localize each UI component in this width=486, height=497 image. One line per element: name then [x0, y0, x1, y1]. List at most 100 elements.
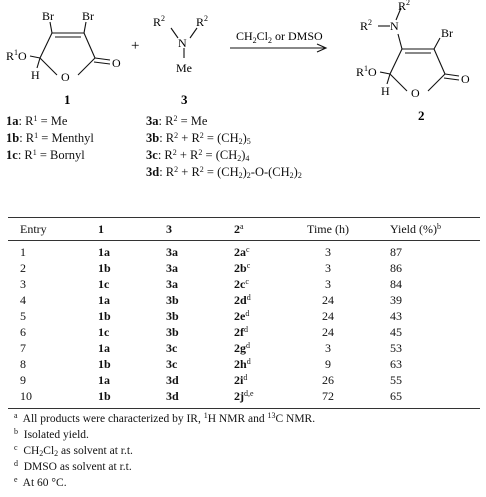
cell-time: 26 — [322, 373, 334, 387]
cell-yield: 43 — [390, 309, 402, 323]
cell-compound-1: 1a — [98, 245, 110, 259]
cell-time: 72 — [322, 389, 334, 403]
cell-compound-3: 3b — [166, 309, 179, 323]
cell-yield: 84 — [390, 277, 402, 291]
atom-r1o-2: R1O — [356, 64, 377, 79]
cell-compound-1: 1b — [98, 357, 111, 371]
cell-time: 3 — [325, 277, 331, 291]
cell-entry: 6 — [20, 325, 26, 339]
atom-br-3: Br — [441, 26, 453, 40]
cell-compound-2: 2hd — [234, 357, 251, 371]
legend-item-3a: 3a: R2 = Me — [146, 114, 208, 128]
header-entry: Entry — [20, 222, 47, 236]
table-bottom-rule — [8, 408, 480, 409]
atom-o-ring-2: O — [411, 86, 420, 100]
cell-compound-3: 3c — [166, 357, 178, 371]
cell-compound-3: 3b — [166, 293, 179, 307]
atom-r2-right: R2 — [196, 14, 208, 29]
cell-compound-2: 2gd — [234, 341, 250, 355]
cell-compound-2: 2ed — [234, 309, 250, 323]
atom-r2-left2: R2 — [360, 18, 372, 33]
compound-1-label: 1 — [64, 92, 71, 107]
legend-item-1a: 1a: R1 = Me — [6, 114, 68, 128]
cell-compound-2: 2bc — [234, 261, 251, 275]
table-row: 7 1a 3c 2gd 3 53 — [8, 341, 480, 357]
legend-item-1c: 1c: R1 = Bornyl — [6, 148, 85, 162]
table-header-row: Entry 1 3 2a Time (h) Yield (%)b — [8, 222, 480, 238]
plus-sign: + — [131, 38, 139, 54]
legend-item-3b: 3b: R2 + R2 = (CH2)5 — [146, 131, 251, 146]
table-row: 3 1c 3a 2cc 3 84 — [8, 277, 480, 293]
cell-yield: 39 — [390, 293, 402, 307]
atom-r1o: R1O — [6, 48, 27, 63]
atom-h-2: H — [381, 84, 390, 98]
cell-entry: 10 — [20, 389, 32, 403]
cell-yield: 55 — [390, 373, 402, 387]
atom-h: H — [31, 68, 40, 82]
cell-compound-2: 2fd — [234, 325, 248, 339]
compound-2-label: 2 — [418, 108, 425, 123]
cell-entry: 9 — [20, 373, 26, 387]
atom-n: N — [178, 36, 187, 50]
cell-entry: 2 — [20, 261, 26, 275]
atom-br-1: Br — [42, 9, 54, 23]
atom-o-carbonyl-2: O — [461, 72, 470, 86]
cell-entry: 5 — [20, 309, 26, 323]
cell-compound-2: 2id — [234, 373, 248, 387]
cell-entry: 7 — [20, 341, 26, 355]
cell-yield: 87 — [390, 245, 402, 259]
cell-yield: 53 — [390, 341, 402, 355]
cell-compound-1: 1a — [98, 341, 110, 355]
cell-time: 24 — [322, 309, 334, 323]
legend-item-3d: 3d: R2 + R2 = (CH2)2-O-(CH2)2 — [146, 165, 302, 180]
cell-time: 3 — [325, 261, 331, 275]
cell-compound-2: 2cc — [234, 277, 249, 291]
atom-o-carbonyl: O — [112, 56, 121, 70]
atom-n2: N — [390, 19, 399, 33]
cell-compound-3: 3d — [166, 389, 179, 403]
cell-compound-3: 3a — [166, 277, 178, 291]
header-compound-1: 1 — [98, 222, 104, 236]
table-top-rule — [8, 217, 480, 218]
cell-compound-2: 2ac — [234, 245, 250, 259]
cell-compound-3: 3d — [166, 373, 179, 387]
footnote-e: e At 60 °C. — [14, 475, 67, 490]
cell-entry: 8 — [20, 357, 26, 371]
atom-r2-left: R2 — [153, 14, 165, 29]
cell-time: 3 — [325, 341, 331, 355]
cell-yield: 86 — [390, 261, 402, 275]
header-time: Time (h) — [307, 222, 349, 236]
footnote-d: d DMSO as solvent at r.t. — [14, 459, 132, 474]
table-row: 2 1b 3a 2bc 3 86 — [8, 261, 480, 277]
footnote-c: c CH2Cl2 as solvent at r.t. — [14, 443, 133, 458]
reaction-scheme: Br Br R1O H O O 1 + R2 R2 N Me 3 CH2Cl2 … — [6, 0, 470, 123]
cell-compound-3: 3a — [166, 245, 178, 259]
cell-entry: 3 — [20, 277, 26, 291]
cell-compound-1: 1c — [98, 277, 110, 291]
atom-o-ring: O — [61, 70, 70, 84]
footnote-b: b Isolated yield. — [14, 427, 89, 442]
cell-compound-3: 3a — [166, 261, 178, 275]
cell-entry: 4 — [20, 293, 26, 307]
legend-item-3c: 3c: R2 + R2 = (CH2)4 — [146, 148, 250, 163]
table-header-rule — [8, 240, 480, 241]
cell-compound-1: 1b — [98, 261, 111, 275]
compound-3-label: 3 — [181, 92, 188, 107]
cell-time: 3 — [325, 245, 331, 259]
cell-compound-2: 2jd,e — [234, 389, 254, 403]
arrow-condition: CH2Cl2 or DMSO — [236, 29, 323, 45]
header-yield: Yield (%)b — [390, 222, 441, 236]
cell-compound-3: 3c — [166, 341, 178, 355]
legend-item-1b: 1b: R1 = Menthyl — [6, 131, 94, 145]
atom-me: Me — [176, 61, 192, 75]
cell-compound-2: 2dd — [234, 293, 251, 307]
atom-r2-top: R2 — [398, 0, 410, 13]
cell-time: 24 — [322, 293, 334, 307]
cell-time: 24 — [322, 325, 334, 339]
